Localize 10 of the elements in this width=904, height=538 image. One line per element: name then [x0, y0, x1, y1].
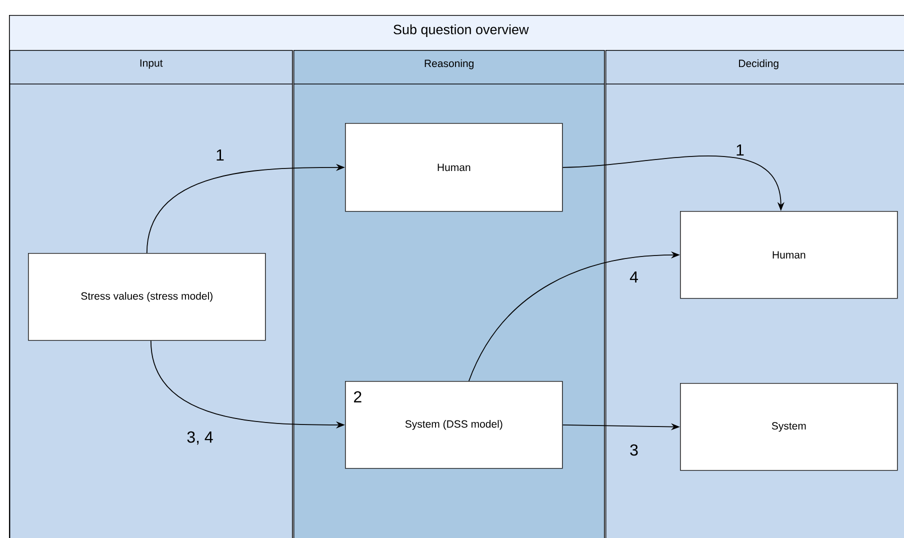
process-box: System [680, 383, 898, 471]
process-box: Stress values (stress model) [28, 253, 266, 341]
edge-label: 4 [630, 272, 638, 282]
edge-label: 1 [216, 150, 224, 160]
edge-label: 1 [736, 144, 744, 156]
edge-label: 3 [630, 444, 638, 456]
edge-label: 3, 4 [187, 431, 213, 445]
process-box: Human [345, 123, 563, 212]
process-box: Human [680, 211, 898, 299]
process-box: System (DSS model) 2 [345, 381, 563, 469]
